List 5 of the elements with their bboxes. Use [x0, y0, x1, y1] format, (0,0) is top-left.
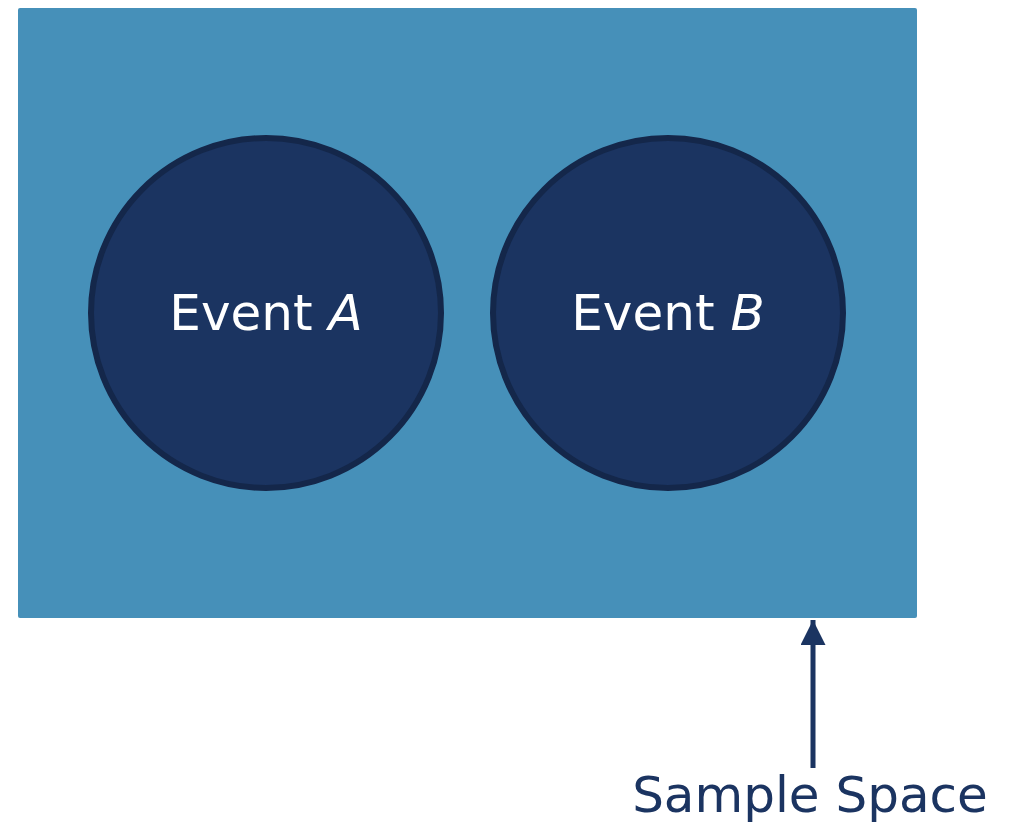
arrow [800, 620, 826, 768]
sample-space-rectangle [18, 8, 917, 618]
event-label: Event A [169, 284, 363, 342]
event-label: Event B [571, 284, 765, 342]
sample-space-label: Sample Space [620, 760, 1000, 828]
